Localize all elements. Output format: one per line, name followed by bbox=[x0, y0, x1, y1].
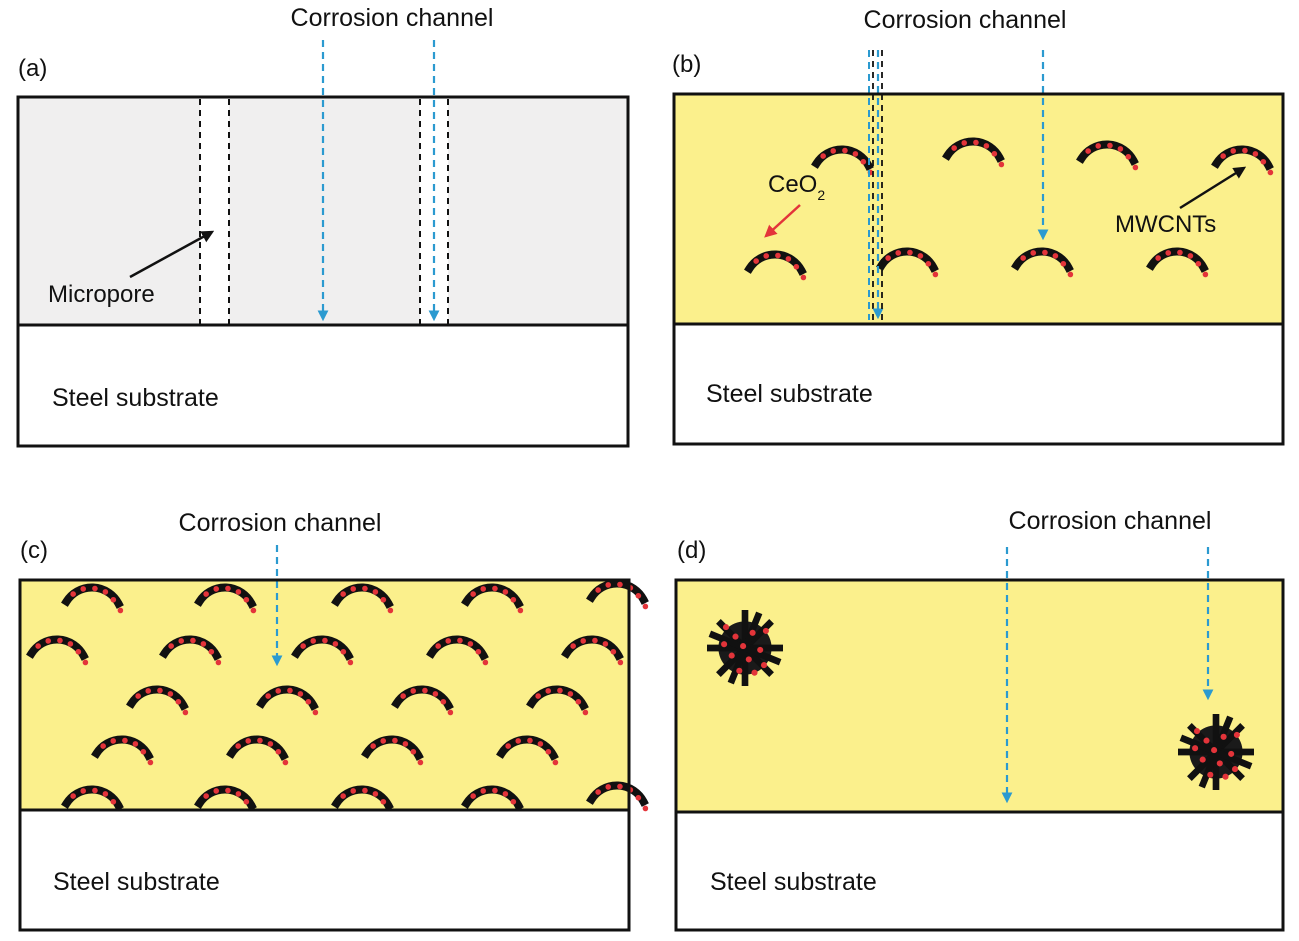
panel-frame-c bbox=[18, 578, 631, 932]
panel-d: (d) Corrosion channel Steel substrate bbox=[674, 507, 1285, 932]
substrate-label-c: Steel substrate bbox=[53, 868, 220, 896]
channel-title-c: Corrosion channel bbox=[179, 509, 382, 537]
substrate-a bbox=[18, 325, 628, 446]
nanotube-aggregate bbox=[1178, 714, 1254, 790]
coating-layer-d bbox=[676, 580, 1283, 812]
ceo2-label: CeO2 bbox=[768, 171, 825, 203]
ceo2-label-main: CeO bbox=[768, 171, 817, 198]
substrate-label-a: Steel substrate bbox=[52, 384, 219, 412]
micropore-left bbox=[200, 99, 229, 324]
channel-title-b: Corrosion channel bbox=[864, 6, 1067, 34]
channel-title-d: Corrosion channel bbox=[1009, 507, 1212, 535]
coating-layer-c bbox=[20, 580, 629, 810]
mwcnts-label: MWCNTs bbox=[1115, 211, 1216, 238]
panel-frame-a bbox=[16, 95, 630, 448]
mwcnts-pointer bbox=[1179, 166, 1247, 210]
panel-a: (a) Corrosion channel Micropore Steel su… bbox=[16, 4, 630, 448]
substrate-label-d: Steel substrate bbox=[710, 868, 877, 896]
ceo2-pointer bbox=[764, 204, 801, 238]
substrate-b bbox=[674, 324, 1283, 444]
nanotube-aggregate bbox=[707, 610, 783, 686]
substrate-d bbox=[676, 812, 1283, 930]
channel-title-a: Corrosion channel bbox=[291, 4, 494, 32]
panel-label-c: (c) bbox=[20, 537, 48, 564]
substrate-c bbox=[20, 810, 629, 930]
panel-frame-b bbox=[672, 92, 1285, 446]
coating-layer-b bbox=[674, 94, 1283, 324]
panel-label-b: (b) bbox=[672, 51, 701, 78]
panel-c: (c) Corrosion channel bbox=[18, 509, 653, 932]
ceo2-label-subscript: 2 bbox=[817, 187, 825, 203]
panel-label-a: (a) bbox=[18, 55, 47, 82]
panel-frame-d bbox=[674, 578, 1285, 932]
panel-label-d: (d) bbox=[677, 537, 706, 564]
panel-b: (b) Corrosion channel CeO2 MWCNTs Steel … bbox=[672, 6, 1285, 446]
micropore-label: Micropore bbox=[48, 281, 155, 308]
micropore-pointer bbox=[129, 230, 215, 279]
substrate-label-b: Steel substrate bbox=[706, 380, 873, 408]
